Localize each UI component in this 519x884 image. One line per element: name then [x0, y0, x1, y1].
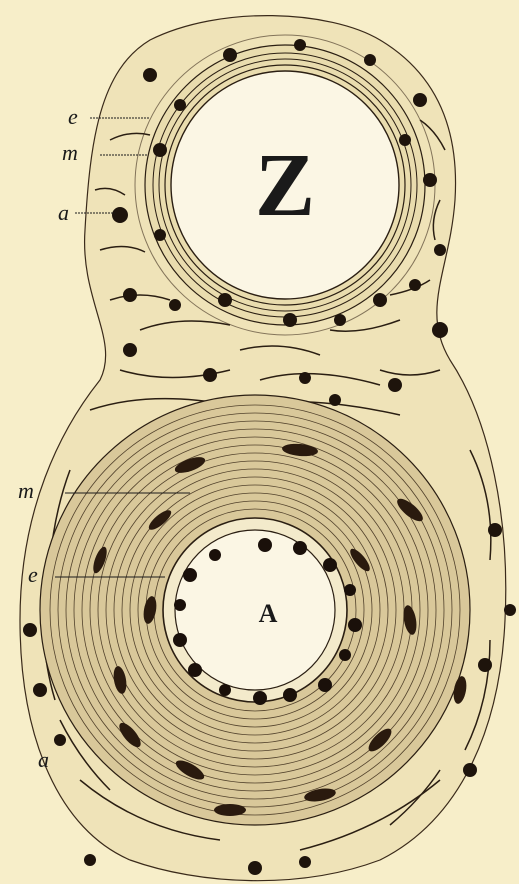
vein-label: Z	[255, 136, 315, 235]
vein-layer-a: a	[58, 200, 69, 225]
vein-layer-e: e	[68, 104, 78, 129]
artery-layer-a: a	[38, 747, 49, 772]
vein-layer-m: m	[62, 140, 78, 165]
artery-layer-m: m	[18, 478, 34, 503]
artery-label: A	[259, 599, 278, 628]
artery-layer-e: e	[28, 562, 38, 587]
